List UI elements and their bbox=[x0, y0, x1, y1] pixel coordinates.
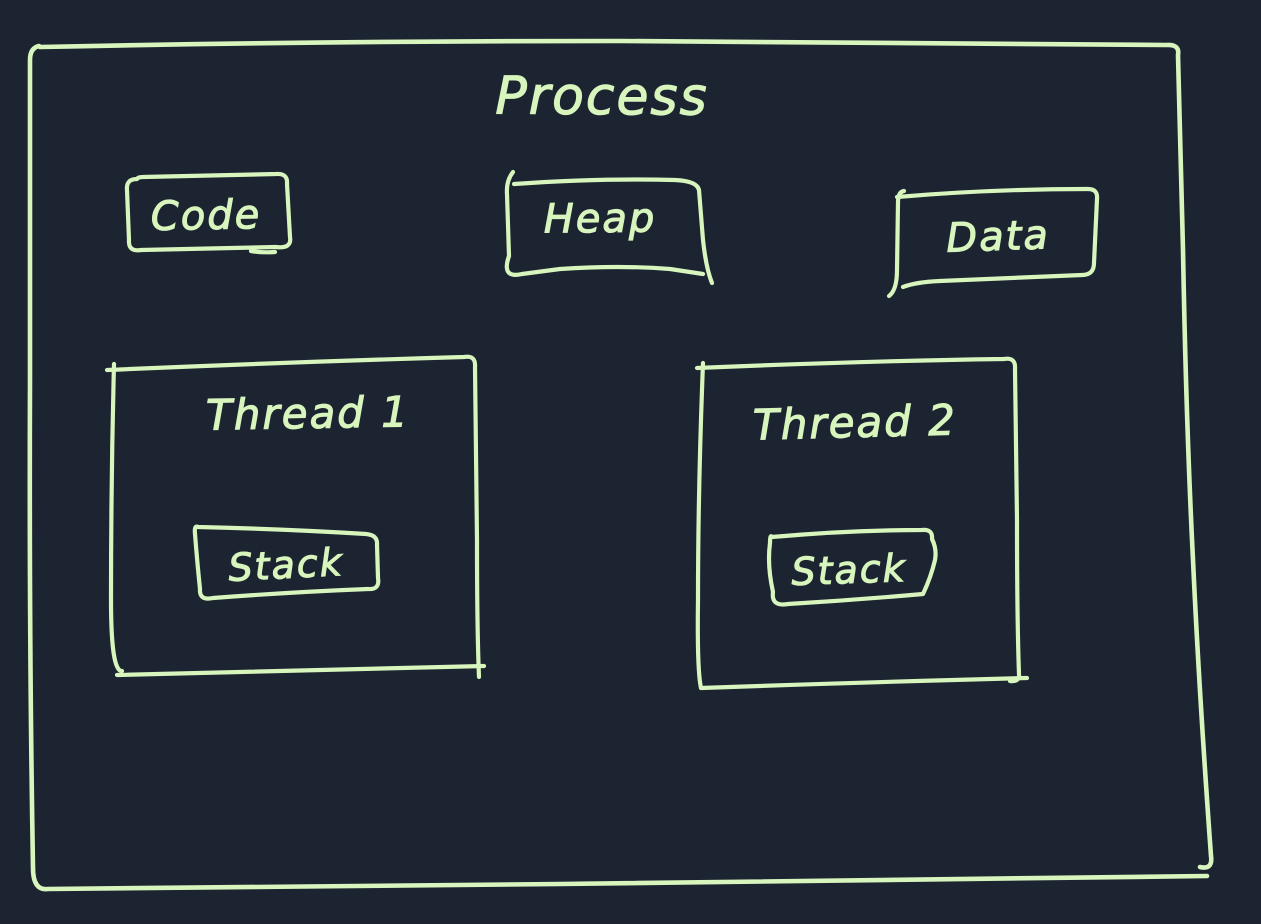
data-box-top-right-bottom-stroke bbox=[894, 186, 1100, 290]
code-label: Code bbox=[150, 192, 261, 240]
thread1-stack-outline bbox=[192, 524, 381, 601]
thread1-box-left-stroke bbox=[108, 361, 125, 674]
thread1-box-top-right-stroke bbox=[104, 354, 482, 680]
thread1-box: Thread 1 Stack bbox=[104, 354, 487, 680]
heap-box-top-right-stroke bbox=[511, 177, 715, 286]
data-box-left-stroke bbox=[886, 188, 907, 299]
heap-box-left-bottom-stroke bbox=[504, 169, 706, 277]
thread1-stack-box: Stack bbox=[192, 524, 381, 601]
thread1-label: Thread 1 bbox=[206, 387, 411, 440]
process-box-top-right-stroke bbox=[37, 38, 1214, 870]
process-title: Process bbox=[495, 66, 709, 127]
thread2-box-left-stroke bbox=[695, 360, 706, 691]
thread2-stack-label: Stack bbox=[791, 546, 908, 594]
code-box-stray-mark bbox=[248, 248, 278, 255]
data-box: Data bbox=[886, 186, 1100, 299]
thread2-box-bottom-stroke bbox=[698, 675, 1030, 691]
heap-label: Heap bbox=[544, 196, 657, 243]
code-box-outline bbox=[124, 171, 293, 253]
process-box: Process bbox=[27, 38, 1214, 892]
thread2-stack-outline bbox=[766, 527, 938, 607]
process-box-left-bottom-stroke bbox=[27, 43, 1210, 892]
thread2-box: Thread 2 Stack bbox=[694, 356, 1030, 691]
thread2-box-top-right-stroke bbox=[694, 356, 1022, 684]
thread1-stack-label: Stack bbox=[227, 540, 344, 590]
thread2-stack-box: Stack bbox=[766, 527, 938, 607]
thread1-box-bottom-stroke bbox=[114, 663, 487, 678]
data-label: Data bbox=[946, 212, 1051, 262]
thread2-label: Thread 2 bbox=[752, 395, 957, 449]
heap-box: Heap bbox=[504, 169, 715, 286]
code-box: Code bbox=[124, 171, 293, 255]
